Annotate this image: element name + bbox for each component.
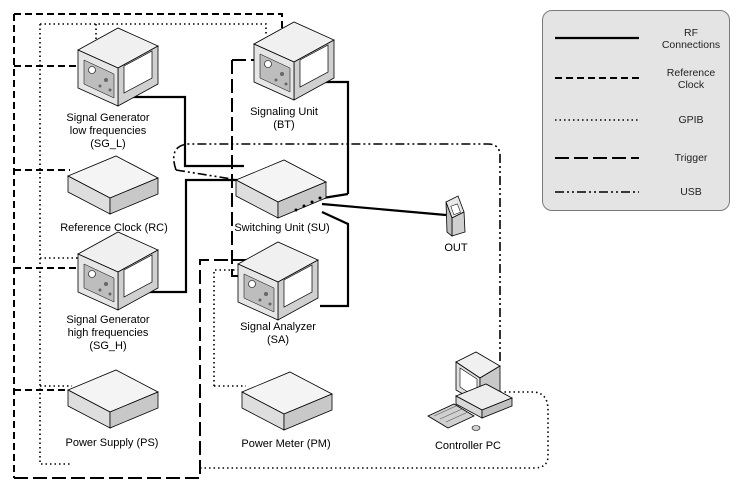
reference-clock-links: [13, 13, 283, 478]
legend: RF Connections Reference Clock GPIB Trig…: [542, 10, 730, 211]
power-meter-label: Power Meter (PM): [241, 438, 331, 450]
signal-analyzer-label: Signal Analyzer (SA): [240, 321, 316, 346]
legend-item-reference-clock: Reference Clock: [543, 67, 729, 97]
signal-generator-high-label: Signal Generator high frequencies (SG_H): [66, 314, 150, 352]
reference-clock-label: Reference Clock (RC): [60, 222, 168, 234]
switching-unit-device: [235, 159, 327, 219]
legend-label: USB: [680, 186, 702, 198]
legend-swatch-solid: [555, 36, 639, 40]
legend-item-trigger: Trigger: [543, 147, 729, 177]
legend-label: Reference Clock: [666, 67, 716, 91]
out-label: OUT: [444, 242, 468, 254]
legend-swatch-dotted: [555, 119, 639, 121]
signal-generator-low-device: [77, 27, 159, 107]
legend-swatch-dashed: [555, 77, 639, 79]
legend-swatch-dash-dot-dot: [555, 191, 639, 193]
legend-swatch-long-dashed: [555, 157, 639, 159]
rf-links: [120, 80, 447, 308]
signal-generator-low-label: Signal Generator low frequencies (SG_L): [66, 112, 150, 150]
legend-item-gpib: GPIB: [543, 109, 729, 139]
reference-clock-device: [67, 155, 159, 215]
signal-generator-high-device: [77, 231, 159, 311]
legend-item-rf: RF Connections: [543, 27, 729, 57]
power-supply-label: Power Supply (PS): [65, 437, 159, 449]
controller-pc-device: [427, 351, 513, 431]
power-meter-device: [241, 371, 333, 431]
signal-analyzer-device: [237, 241, 319, 321]
mobile-phone-out-device: [445, 195, 466, 237]
legend-item-usb: USB: [543, 181, 729, 211]
legend-label: RF Connections: [661, 27, 721, 51]
signaling-unit-label: Signaling Unit (BT): [250, 106, 318, 131]
usb-links: [172, 143, 501, 364]
legend-label: GPIB: [678, 114, 704, 126]
switching-unit-label: Switching Unit (SU): [234, 222, 330, 234]
gpib-links: [39, 23, 549, 469]
legend-label: Trigger: [674, 152, 708, 164]
power-supply-device: [67, 369, 159, 429]
controller-pc-label: Controller PC: [434, 440, 502, 452]
signaling-unit-device: [253, 21, 335, 101]
